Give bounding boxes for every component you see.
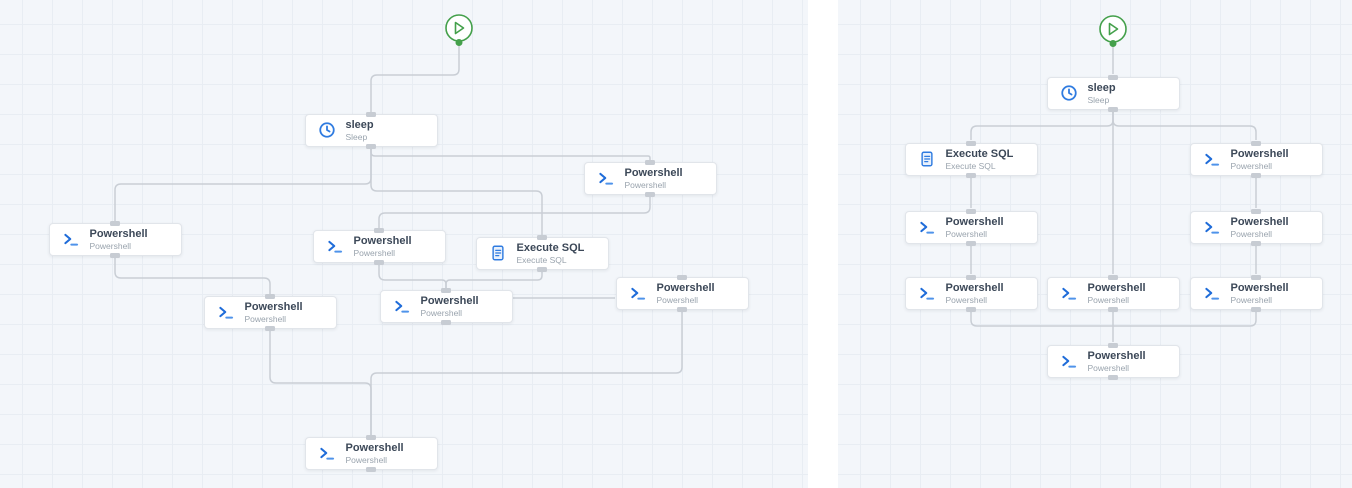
edge-layer [114,42,683,435]
connector-handle-bottom[interactable] [1108,106,1118,112]
connector-handle-top[interactable] [366,111,376,117]
start-node[interactable] [1098,14,1128,47]
connector-handle-bottom[interactable] [1251,240,1261,246]
workflow-edge [1113,312,1257,327]
start-node[interactable] [444,13,474,46]
workflow-edge [970,312,1113,327]
workflow-node-powershell[interactable]: Powershell Powershell [48,220,182,258]
terminal-icon [318,444,336,462]
start-output-handle[interactable] [455,39,463,46]
terminal-icon [1060,352,1078,370]
connector-handle-top[interactable] [1251,208,1261,214]
terminal-icon [1203,218,1221,236]
workflow-node-powershell[interactable]: Powershell Powershell [379,287,513,325]
workflow-node-powershell[interactable]: Powershell Powershell [312,227,446,265]
workflow-edge [114,148,372,221]
workflow-edge [1112,111,1257,140]
connector-handle-top[interactable] [1251,140,1261,146]
terminal-icon [629,284,647,302]
workflow-edge [378,264,447,288]
terminal-icon [1060,284,1078,302]
workflow-node-sleep[interactable]: sleep Sleep [304,111,438,149]
terminal-icon [393,297,411,315]
workflow-edge [269,330,372,435]
file-icon [918,150,936,168]
terminal-icon [62,230,80,248]
connector-handle-top[interactable] [441,287,451,293]
connector-handle-top[interactable] [966,274,976,280]
workflow-node-powershell[interactable]: Powershell Powershell [615,274,749,312]
workflow-edge [445,271,543,288]
edge-layer [970,43,1257,342]
workflow-node-powershell[interactable]: Powershell Powershell [203,293,337,331]
connector-handle-top[interactable] [677,274,687,280]
workflow-edge [970,111,1114,140]
connector-handle-top[interactable] [366,434,376,440]
workflow-node-execute_sql[interactable]: Execute SQL Execute SQL [475,234,609,272]
workflow-node-execute_sql[interactable]: Execute SQL Execute SQL [904,140,1038,178]
workflow-node-powershell[interactable]: Powershell Powershell [583,159,717,197]
terminal-icon [1203,150,1221,168]
connector-handle-bottom[interactable] [537,266,547,272]
connector-handle-top[interactable] [537,234,547,240]
workflow-edge [370,311,683,435]
connector-handle-top[interactable] [966,208,976,214]
workflow-node-powershell[interactable]: Powershell Powershell [904,274,1038,312]
connector-handle-bottom[interactable] [1251,306,1261,312]
workflow-edge [114,257,271,294]
connector-handle-bottom[interactable] [1251,172,1261,178]
connector-handle-bottom[interactable] [966,240,976,246]
connector-handle-top[interactable] [1108,74,1118,80]
workflow-edge [370,148,543,235]
terminal-icon [918,284,936,302]
workflow-panel-left[interactable]: sleep Sleep Powershell Powershell Powers… [0,0,808,488]
connector-handle-top[interactable] [374,227,384,233]
connector-handle-bottom[interactable] [441,319,451,325]
connector-handle-bottom[interactable] [366,466,376,472]
connector-handle-bottom[interactable] [265,325,275,331]
connector-handle-bottom[interactable] [645,191,655,197]
connector-handle-bottom[interactable] [110,252,120,258]
workflow-edge [370,148,651,160]
terminal-icon [1203,284,1221,302]
workflow-node-powershell[interactable]: Powershell Powershell [904,208,1038,246]
connector-handle-top[interactable] [645,159,655,165]
workflow-node-powershell[interactable]: Powershell Powershell [1189,140,1323,178]
clock-icon [318,121,336,139]
connector-handle-bottom[interactable] [966,172,976,178]
workflow-node-sleep[interactable]: sleep Sleep [1046,74,1180,112]
connector-handle-top[interactable] [1108,342,1118,348]
connector-handle-top[interactable] [110,220,120,226]
terminal-icon [217,303,235,321]
workflow-node-powershell[interactable]: Powershell Powershell [1189,274,1323,312]
terminal-icon [597,169,615,187]
workflow-node-powershell[interactable]: Powershell Powershell [1189,208,1323,246]
connector-handle-bottom[interactable] [366,143,376,149]
connector-handle-bottom[interactable] [1108,374,1118,380]
workflow-node-powershell[interactable]: Powershell Powershell [304,434,438,472]
clock-icon [1060,84,1078,102]
workflow-edge [378,196,651,228]
connector-handle-top[interactable] [1251,274,1261,280]
terminal-icon [918,218,936,236]
connector-handle-top[interactable] [966,140,976,146]
connector-handle-top[interactable] [265,293,275,299]
workflow-node-powershell[interactable]: Powershell Powershell [1046,274,1180,312]
workflow-node-powershell[interactable]: Powershell Powershell [1046,342,1180,380]
play-icon [444,13,474,43]
connector-handle-bottom[interactable] [677,306,687,312]
connector-handle-bottom[interactable] [1108,306,1118,312]
connector-handle-bottom[interactable] [374,259,384,265]
terminal-icon [326,237,344,255]
workflow-edge [370,42,460,112]
file-icon [489,244,507,262]
connector-handle-bottom[interactable] [966,306,976,312]
connector-handle-top[interactable] [1108,274,1118,280]
start-output-handle[interactable] [1109,40,1117,47]
workflow-panel-right[interactable]: sleep Sleep Execute SQL Execute SQL Powe… [838,0,1352,488]
